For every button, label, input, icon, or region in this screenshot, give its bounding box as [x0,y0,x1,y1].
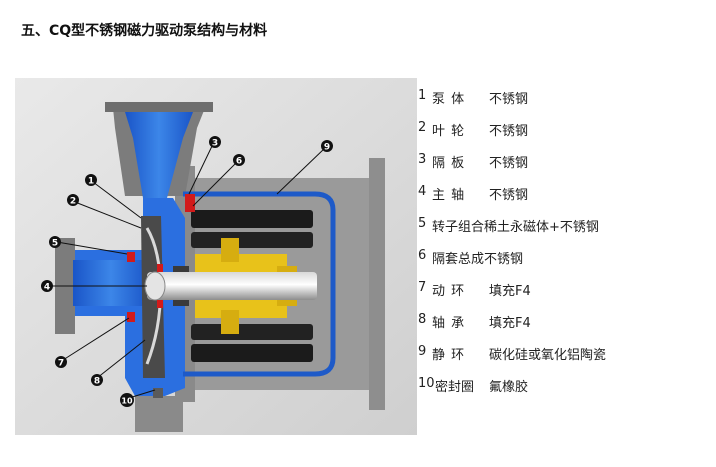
part-number: 5 [418,216,427,231]
part-number: 4 [418,184,427,199]
seal-ring-bottom [157,300,163,308]
svg-text:8: 8 [94,377,100,387]
svg-text:5: 5 [52,239,58,249]
seal-outer-top [127,252,135,262]
pump-cross-section-diagram: 1 2 3 4 5 6 7 8 9 10 [15,78,417,435]
part-name: 主 轴 [432,188,466,203]
pump-foot [135,396,183,432]
rotor-hub-top [221,238,239,262]
svg-text:10: 10 [121,397,133,406]
svg-text:7: 7 [58,359,64,369]
part-material: 氟橡胶 [489,380,529,395]
seal-outer-bottom [127,312,135,322]
part-number: 10 [418,376,435,391]
callout-9: 9 [321,140,333,153]
part-number: 8 [418,312,427,327]
shaft-end [144,271,166,301]
rear-flange [369,158,385,410]
callout-8: 8 [91,374,103,387]
part-name: 轴 承 [432,316,466,331]
part-material: 碳化硅或氧化铝陶瓷 [489,348,607,363]
seal-ring-top [157,264,163,272]
svg-text:2: 2 [70,197,76,207]
part-material: 填充F4 [489,316,531,331]
part-name: 叶 轮 [432,124,466,139]
part-material: 不锈钢 [489,188,529,203]
callout-4: 4 [41,280,53,293]
outer-magnet-top-2 [191,232,313,248]
part-name: 动 环 [432,284,466,299]
svg-text:1: 1 [88,177,94,187]
callout-3: 3 [209,136,221,149]
part-number: 7 [418,280,427,295]
svg-text:9: 9 [324,143,330,153]
outer-magnet-bottom [191,324,313,340]
callout-2: 2 [67,194,79,207]
svg-text:6: 6 [236,157,242,167]
callout-7: 7 [55,356,67,369]
part-name: 隔 板 [432,156,466,171]
part-number: 1 [418,88,427,103]
inlet-channel [73,260,149,306]
isolation-sleeve [183,191,336,377]
bearing-top [173,266,189,272]
outer-magnet-top [191,210,313,228]
part-name: 泵 体 [432,92,466,107]
part-name: 隔套总成不锈钢 [432,252,524,267]
callout-10: 10 [120,393,134,407]
part-name: 静 环 [432,348,466,363]
main-shaft [147,272,317,300]
part-name: 转子组合稀土永磁体+不锈钢 [432,220,599,235]
outlet-channel [125,112,193,198]
bearing-bottom [173,300,189,306]
part-name: 密封圈 [435,380,475,395]
part-material: 不锈钢 [489,92,529,107]
drain-plug [153,388,163,398]
callout-5: 5 [49,236,61,249]
outlet-flange [105,102,213,112]
outer-magnet-bottom-2 [191,344,313,362]
part-material: 不锈钢 [489,156,529,171]
part-number: 9 [418,344,427,359]
part-number: 2 [418,120,427,135]
rotor-hub-bottom [221,310,239,334]
part-number: 3 [418,152,427,167]
part-material: 填充F4 [489,284,531,299]
leader-lines [49,143,326,399]
part-material: 不锈钢 [489,124,529,139]
page-title: 五、CQ型不锈钢磁力驱动泵结构与材料 [21,23,268,39]
callout-1: 1 [85,174,97,187]
callout-6: 6 [233,154,245,167]
svg-text:3: 3 [212,139,218,149]
part-number: 6 [418,248,427,263]
svg-text:4: 4 [44,283,50,293]
seal-plate [185,194,195,212]
